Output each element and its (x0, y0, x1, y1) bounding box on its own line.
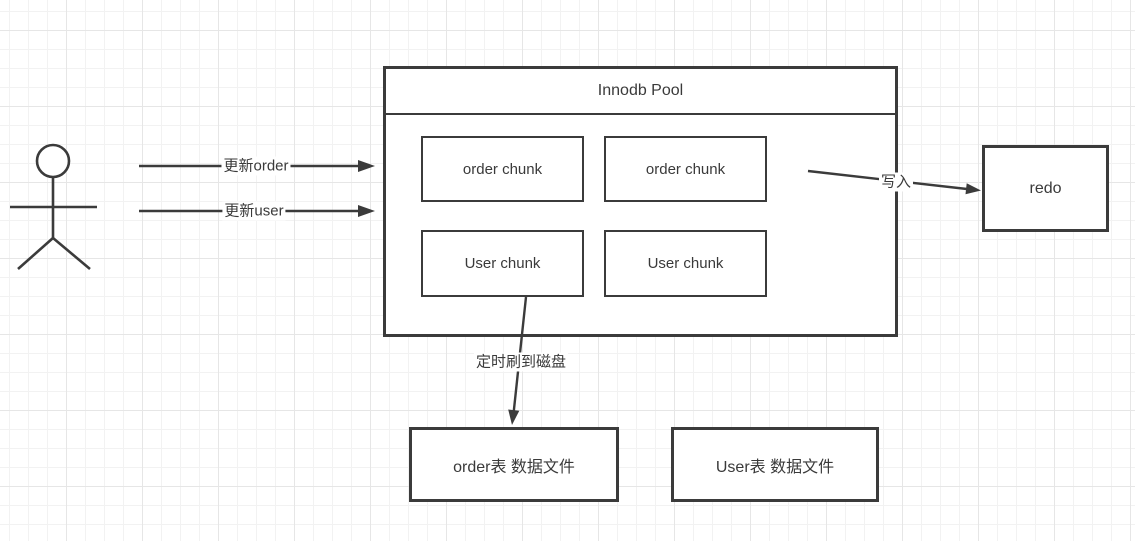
order-chunk-box-1[interactable]: order chunk (421, 136, 584, 202)
edge-label-flush-to-disk[interactable]: 定时刷到磁盘 (473, 352, 569, 372)
edge-label-update-user[interactable]: 更新user (222, 201, 286, 221)
actor-leg-left (17, 237, 54, 270)
user-chunk-box-2[interactable]: User chunk (604, 230, 767, 297)
edge-label-write[interactable]: 写入 (878, 172, 914, 192)
edge-label-update-order[interactable]: 更新order (221, 156, 291, 176)
order-table-data-file-box[interactable]: order表 数据文件 (409, 427, 619, 502)
redo-box[interactable]: redo (982, 145, 1109, 232)
arrowhead-right (358, 160, 375, 172)
user-chunk-box-1[interactable]: User chunk (421, 230, 584, 297)
actor-leg-right (52, 237, 91, 270)
user-table-data-file-box[interactable]: User表 数据文件 (671, 427, 879, 502)
arrowhead-down (508, 409, 520, 425)
order-chunk-box-2[interactable]: order chunk (604, 136, 767, 202)
innodb-pool-title: Innodb Pool (386, 69, 895, 115)
user-actor[interactable] (10, 143, 97, 270)
actor-head (35, 143, 71, 179)
arrowhead-right (965, 183, 981, 195)
arrowhead-right (358, 205, 375, 217)
